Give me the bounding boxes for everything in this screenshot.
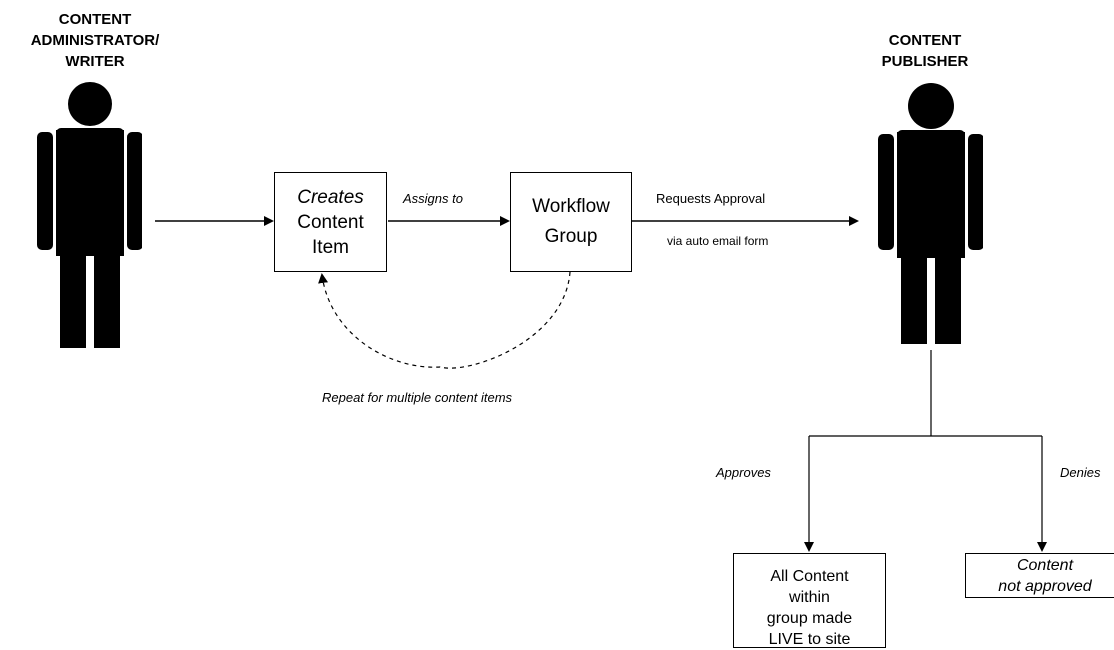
creates-label: Creates <box>297 186 364 208</box>
approved-outcome-box: All Content within group made LIVE to si… <box>733 553 886 648</box>
writer-role-title: CONTENT ADMINISTRATOR/ WRITER <box>30 11 160 70</box>
denies-label: Denies <box>1060 465 1101 480</box>
workflow-group-box: Workflow Group <box>510 172 632 272</box>
approves-label: Approves <box>716 465 771 480</box>
workflow-label: Workflow <box>532 196 610 217</box>
publisher-role-title: CONTENT PUBLISHER <box>881 32 969 70</box>
group-label: Group <box>544 226 598 247</box>
repeat-label: Repeat for multiple content items <box>322 390 513 405</box>
writer-person-icon <box>37 82 142 348</box>
via-email-label: via auto email form <box>667 234 769 248</box>
assigns-to-label: Assigns to <box>403 191 463 206</box>
arrow-repeat-loop <box>318 271 571 369</box>
item-label: Item <box>312 236 349 258</box>
content-label: Content <box>297 211 364 233</box>
publisher-person-icon <box>878 83 983 344</box>
denied-outcome-box: Content not approved <box>965 553 1114 598</box>
creates-content-item-box: Creates Content Item <box>274 172 387 272</box>
requests-approval-label: Requests Approval <box>656 191 766 206</box>
